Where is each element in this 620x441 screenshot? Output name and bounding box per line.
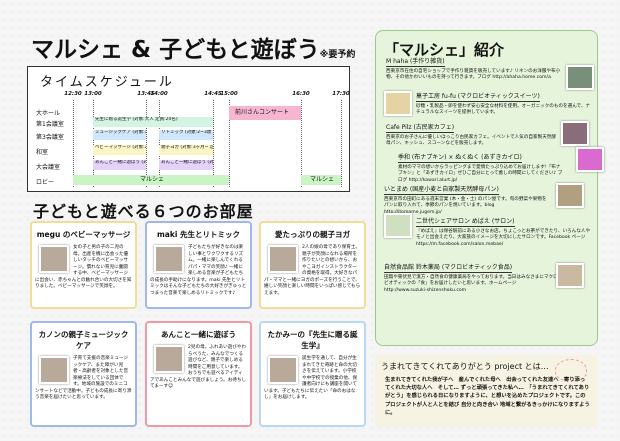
room-card: あんこと一緒に遊ぼう 2児の母。ふれあい遊びやわらべうた、みんなでつくる遊びなど、… xyxy=(145,321,252,427)
schedule-event: ミュージックケア (対象:どなたでも 定員:30組) xyxy=(93,130,146,140)
card-text: 女の子と男の子の二児の母。出産を機に出会った優しいタッチのベビーマッサージ。慣れ… xyxy=(35,245,132,289)
room-label: 大ホール xyxy=(36,110,61,117)
shop-name: 二世代シェアサロン めばえ (サロン) xyxy=(416,218,515,227)
shop-entry: 自然食品館 鈴木薬局 (マクロビオティック食品)田無や東伏見で漢方・自然食の健康… xyxy=(384,264,559,294)
room-label: 大会議室 xyxy=(36,164,61,171)
card-title: たかみーの『先生に贈る誕生学』 xyxy=(267,330,358,350)
schedule-event: あんこと一緒に遊ぼう (対象:0歳~ 定員:20名) xyxy=(93,160,146,170)
time-tick: 17:30 xyxy=(332,91,350,97)
shop-name: いとまめ (国産小麦と自家製天然酵母パン) xyxy=(384,186,499,195)
card-photo xyxy=(268,356,298,384)
shop-entry: 季和 (布ナプキン) × ぬくぬく (あずきカイロ)素材のママの想いからラッピン… xyxy=(398,154,563,184)
card-photo xyxy=(39,245,69,273)
shop-name: Cafe Pilz (古民家カフェ) xyxy=(386,124,455,133)
room-label: ロビー xyxy=(36,179,55,186)
shop-photo xyxy=(561,121,589,146)
time-tick: 13:00 xyxy=(84,91,102,97)
schedule-event: ベビーマッサージ (対象:2~6ヶ月 定員:15組) xyxy=(93,145,146,155)
schedule-event: 親子ヨガ (対象:3ヶ月~ 定員:15組) xyxy=(159,145,213,155)
heart-logo xyxy=(555,359,587,381)
card-title: カノンの親子ミュージックケア xyxy=(38,330,129,350)
card-photo xyxy=(154,245,184,273)
card-title: あんこと一緒に遊ぼう xyxy=(161,330,236,339)
time-gridline xyxy=(146,100,147,187)
room-label: 第3会議室 xyxy=(36,134,64,141)
shop-entry: いとまめ (国産小麦と自家製天然酵母パン)西東京市の田町にある週末営業 (木・金… xyxy=(384,186,549,216)
time-gridline xyxy=(73,100,74,187)
time-gridline xyxy=(93,100,94,187)
schedule-event: 先生に贈る誕生学 (対象:大人 定員:20名) xyxy=(93,117,213,127)
shop-name: 季和 (布ナプキン) × ぬくぬく (あずきカイロ) xyxy=(398,154,522,163)
room-label: 和室 xyxy=(36,149,49,156)
time-tick: 15:00 xyxy=(220,91,238,97)
room-card: 愛たっぷりの親子ヨガ 2人の娘の母であり保育士。親子が笑顔になれる場所を作りたいと… xyxy=(259,221,366,309)
time-gridline xyxy=(301,100,302,187)
shop-entry: M haha (手作り雑貨)西東京市在住の自宅ショップで手作り雑貨を販売していま… xyxy=(386,58,564,82)
shop-name: 菓子工房 fu-fu (マクロビオティックスイーツ) xyxy=(416,93,540,102)
marche-section: 「マルシェ」紹介 M haha (手作り雑貨)西東京市在住の自宅ショップで手作り… xyxy=(375,30,604,346)
room-card: maki 先生とリトミック子どもたちが好きなのは楽しい事とワクワクするリズム。一… xyxy=(145,221,252,309)
schedule-event: あんこと一緒に遊ぼう (対象:0歳~ 定員:20名) xyxy=(159,160,213,170)
shop-photo xyxy=(576,147,604,172)
time-gridline xyxy=(341,100,342,187)
project-text: 生まれてきてくれた我が子へ 産んでくれた母へ 出会ってくれた友達へ 寄り添ってく… xyxy=(385,377,590,416)
time-tick: 14:00 xyxy=(150,91,168,97)
schedule-event: リトミック (対象:2~3歳 定員:30組) xyxy=(159,130,213,140)
shop-text: 西東京市在住の自宅ショップで手作り雑貨を販売しています♪ リネンのお洋服や布小物… xyxy=(386,68,561,81)
shop-photo xyxy=(566,65,594,90)
shop-entry: 二世代シェアサロン めばえ (サロン)『めばえ』は保谷駅前にある小さなお店。ちょ… xyxy=(416,218,591,248)
time-tick: 12:30 xyxy=(64,91,82,97)
project-section: うまれてきてくれてありがとう project とは… 生まれてきてくれた我が子へ… xyxy=(375,355,598,427)
shop-text: 『めばえ』は保谷駅前にある小さなお店。ちょこっとお茶ができたり、いろんな人やモノ… xyxy=(416,228,591,247)
shop-entry: Cafe Pilz (古民家カフェ)西東京のお子さんに優しいほっこり古民家カフェ… xyxy=(386,124,556,148)
schedule-event: マルシェ xyxy=(73,175,229,185)
reservation-note: ※要予約 xyxy=(319,50,356,60)
time-gridline xyxy=(229,100,230,187)
project-heading: うまれてきてくれてありがとう project とは… xyxy=(381,362,549,371)
shop-photo xyxy=(384,91,412,116)
marche-heading: 「マルシェ」紹介 xyxy=(384,41,505,59)
shop-text: 素材のママの想いからラッピングまで愛情たっぷり込めてお届けします!「布ナプキン」… xyxy=(398,164,563,183)
shop-text: 田無や東伏見で漢方・自然食の健康薬局をやっております。当日はみなさまにマクロビオ… xyxy=(384,274,558,293)
card-title: maki 先生とリトミック xyxy=(156,230,241,239)
shop-photo xyxy=(556,263,584,288)
shop-photo xyxy=(384,213,412,238)
room-label: 第1会議室 xyxy=(36,121,64,128)
room-card: カノンの親子ミュージックケア子育て支援の音楽ミュージックケア、また障がい児者・高… xyxy=(30,321,137,427)
room-card: たかみーの『先生に贈る誕生学』誕生学を通して、自分が生まれてきた奇跡と命の大切さ… xyxy=(259,321,366,427)
page-title: マルシェ & 子どもと遊ぼう※要予約 xyxy=(31,30,355,64)
schedule-event: 前川さんコンサート xyxy=(229,106,301,120)
schedule-heading: タイムスケジュール xyxy=(40,75,174,90)
card-text: 2人の娘の母であり保育士。親子が笑顔になれる場所を作りたいとの想いから、おやこヨ… xyxy=(264,245,361,296)
time-tick: 13:45 xyxy=(137,91,155,97)
card-text: 子育て支援の音楽ミュージックケア、また障がい児者・高齢者を対象とした音楽療法をし… xyxy=(35,356,132,400)
card-text: 子どもたちが好きなのは楽しい事とワクワクするリズム。一緒に楽しんでくれるパパ・マ… xyxy=(150,245,247,296)
card-text: 2児の母。ふれあい遊びやわらべうた、みんなでつくる遊びなど、親子で楽しめる時間を… xyxy=(150,345,247,389)
card-text: 誕生学を通して、自分が生まれてきた奇跡と命の大切さを伝えています。小学校や中学校… xyxy=(264,356,358,400)
shop-text: 西東京のお子さんに優しいほっこり古民家カフェ。イベントで人気の自家製天然酵母パン… xyxy=(386,134,556,147)
shop-text: 西東京市の田町にある週末営業 (木・金・土) のパン屋です。旬の野菜や果物をパン… xyxy=(384,196,547,215)
card-photo xyxy=(39,356,69,384)
time-gridline xyxy=(159,100,160,187)
card-photo xyxy=(268,245,298,273)
schedule-event: マルシェ xyxy=(301,175,341,185)
time-gridline xyxy=(213,100,214,187)
card-title: megu のベビーマッサージ xyxy=(36,230,131,239)
shop-text: 砂糖・乳製品・卵を使わず安心安全な材料を使用。オーガニックのものを選んで、ナチュ… xyxy=(416,103,591,116)
shop-photo xyxy=(556,183,584,208)
shop-name: 自然食品館 鈴木薬局 (マクロビオティック食品) xyxy=(384,264,513,273)
time-tick: 16:30 xyxy=(292,91,310,97)
shop-name: M haha (手作り雑貨) xyxy=(386,58,445,67)
room-card: megu のベビーマッサージ女の子と男の子の二児の母。出産を機に出会った優しいタ… xyxy=(30,221,137,309)
rooms-heading: 子どもと遊べる６つのお部屋 xyxy=(33,202,254,221)
shop-entry: 菓子工房 fu-fu (マクロビオティックスイーツ)砂糖・乳製品・卵を使わず安心… xyxy=(416,93,591,117)
title-text: マルシェ & 子どもと遊ぼう xyxy=(31,37,320,63)
card-photo xyxy=(154,345,184,373)
card-title: 愛たっぷりの親子ヨガ xyxy=(275,230,350,239)
time-tick: 14:45 xyxy=(204,91,222,97)
